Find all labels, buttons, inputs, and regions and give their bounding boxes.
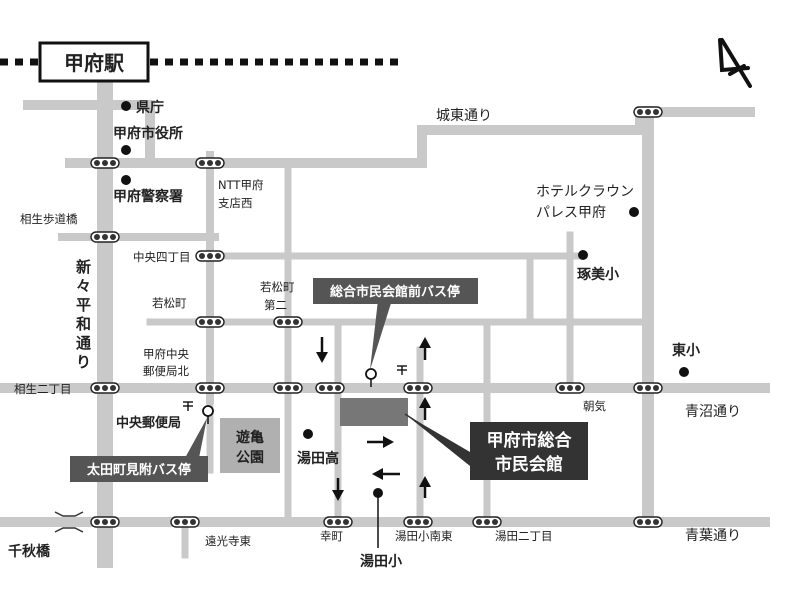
- landmark-hotel-line2: パレス甲府: [536, 205, 606, 221]
- one-way-arrow-icon: [419, 476, 431, 498]
- dot-hotel: [629, 207, 639, 217]
- station-label: 甲府駅: [64, 51, 124, 75]
- traffic-signal-icon: [90, 157, 120, 169]
- intersection-wakamatsu2-line2: 第二: [264, 298, 287, 312]
- callout-pointer-ota-bus: [185, 418, 207, 458]
- landmark-hotel-line1: ホテルクラウン: [536, 184, 634, 200]
- traffic-signal-icon: [315, 382, 345, 394]
- intersection-yuda2: 湯田二丁目: [495, 529, 553, 543]
- traffic-signal-icon: [195, 382, 225, 394]
- one-way-arrow-icon: [372, 468, 400, 480]
- bus-mark-icon: [183, 365, 407, 411]
- one-way-arrow-icon: [419, 397, 431, 420]
- landmark-yudako: 湯田高: [297, 450, 339, 467]
- landmark-shiyakusho: 甲府市役所: [113, 125, 183, 142]
- landmark-kencho: 県庁: [136, 99, 164, 116]
- svg-text:り: り: [76, 353, 91, 371]
- intersection-kofu-chuo-line1: 甲府中央: [143, 347, 189, 361]
- road-label-shinheiwa: 新 々 平 和 通 り: [76, 258, 91, 371]
- traffic-signals: [90, 106, 663, 528]
- landmark-tsukami: 琢美小: [577, 266, 619, 283]
- landmark-higashi: 東小: [672, 342, 700, 359]
- north-arrow-icon: [718, 38, 752, 88]
- road-label-aoba: 青葉通り: [685, 528, 741, 544]
- bus-stop-icon: [365, 368, 377, 387]
- dot-kencho: [121, 101, 131, 111]
- traffic-signal-icon: [633, 106, 663, 118]
- dot-higashi: [679, 367, 689, 377]
- intersection-aioi2: 相生二丁目: [14, 382, 72, 396]
- one-way-arrow-icon: [316, 337, 328, 363]
- intersection-wakamatsu: 若松町: [152, 296, 187, 310]
- intersection-ntt-line1: NTT甲府: [218, 178, 263, 192]
- svg-text:和: 和: [76, 315, 91, 333]
- traffic-signal-icon: [273, 316, 303, 328]
- one-way-arrow-icon: [367, 436, 394, 448]
- traffic-signal-icon: [403, 516, 433, 528]
- leader-venue: [404, 413, 473, 459]
- park-label-line2: 公園: [236, 450, 264, 466]
- venue-label-line1: 甲府市総合: [487, 430, 573, 451]
- venue-label-line2: 市民会館: [495, 454, 563, 475]
- traffic-signal-icon: [555, 382, 585, 394]
- traffic-signal-icon: [195, 250, 225, 262]
- svg-text:新: 新: [76, 258, 91, 276]
- intersection-chuo4: 中央四丁目: [133, 250, 191, 264]
- one-way-arrow-icon: [419, 337, 431, 360]
- intersection-asahi: 朝気: [583, 399, 606, 413]
- landmark-dots: [121, 101, 689, 498]
- svg-text:通: 通: [76, 334, 91, 352]
- intersection-senshu: 千秋橋: [8, 543, 51, 560]
- traffic-signal-icon: [195, 316, 225, 328]
- park-label-line1: 遊亀: [236, 429, 264, 446]
- venue-building: [340, 398, 408, 426]
- road-label-joto: 城東通り: [436, 108, 492, 124]
- callout-pointer-main-bus: [370, 300, 392, 370]
- ota-bus-stop-label: 太田町見附バス停: [86, 462, 191, 478]
- traffic-signal-icon: [90, 516, 120, 528]
- bridge-senshu-icon: [54, 511, 84, 533]
- traffic-signal-icon: [273, 382, 303, 394]
- callout-pointer-venue: [405, 414, 470, 466]
- dot-tsukami: [578, 250, 588, 260]
- intersection-wakamatsu2-line1: 若松町: [260, 280, 295, 294]
- intersection-ntt-line2: 支店西: [218, 196, 253, 210]
- dot-shiyakusho: [121, 145, 131, 155]
- main-bus-stop-label: 総合市民会館前バス停: [330, 284, 460, 300]
- dot-keisatsu: [121, 175, 131, 185]
- roads: [0, 80, 770, 568]
- bus-stop-icon: [202, 405, 214, 424]
- station-box: [38, 41, 150, 83]
- dot-yudako: [303, 429, 313, 439]
- traffic-signal-icon: [323, 516, 353, 528]
- intersection-chuo-yubin: 中央郵便局: [116, 415, 181, 431]
- venue-label-box: [470, 422, 588, 480]
- intersection-aioi-hodokyo: 相生歩道橋: [20, 212, 78, 226]
- main-bus-label-box: [313, 278, 478, 304]
- traffic-signal-icon: [472, 516, 502, 528]
- intersection-yuda-minami: 湯田小南東: [395, 529, 453, 543]
- traffic-signal-icon: [90, 231, 120, 243]
- one-way-arrow-icon: [332, 478, 344, 501]
- intersection-saiwai: 幸町: [320, 529, 343, 543]
- traffic-signal-icon: [633, 382, 663, 394]
- landmark-yudasho: 湯田小: [360, 553, 402, 570]
- traffic-signal-icon: [403, 382, 433, 394]
- traffic-signal-icon: [633, 516, 663, 528]
- intersection-kofu-chuo-line2: 郵便局北: [143, 364, 189, 378]
- traffic-signal-icon: [170, 516, 200, 528]
- traffic-signal-icon: [90, 382, 120, 394]
- svg-text:平: 平: [76, 296, 91, 314]
- park-yuki: [220, 418, 280, 473]
- traffic-signal-icon: [195, 157, 225, 169]
- ota-bus-label-box: [70, 456, 208, 482]
- one-way-arrows: [316, 337, 431, 501]
- road-label-aonuma: 青沼通り: [685, 404, 741, 420]
- landmark-keisatsu: 甲府警察署: [113, 188, 183, 205]
- svg-text:々: 々: [76, 277, 91, 295]
- intersection-enkoji: 遠光寺東: [205, 534, 251, 548]
